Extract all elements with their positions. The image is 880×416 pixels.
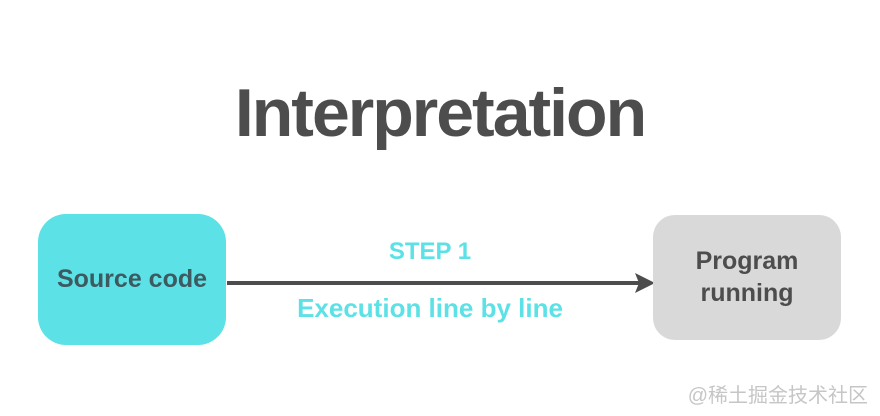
program-running-box-label: Program running bbox=[695, 247, 799, 307]
arrow-head-icon bbox=[635, 273, 655, 293]
program-running-box: Program running bbox=[653, 215, 841, 340]
arrow-description-label: Execution line by line bbox=[297, 293, 563, 323]
page-title: Interpretation bbox=[234, 75, 647, 151]
flow-arrow bbox=[227, 273, 655, 293]
arrow-step-label: STEP 1 bbox=[388, 238, 472, 265]
source-code-box: Source code bbox=[38, 214, 226, 345]
source-code-box-label: Source code bbox=[56, 265, 208, 293]
watermark: @稀土掘金技术社区 bbox=[687, 385, 868, 407]
